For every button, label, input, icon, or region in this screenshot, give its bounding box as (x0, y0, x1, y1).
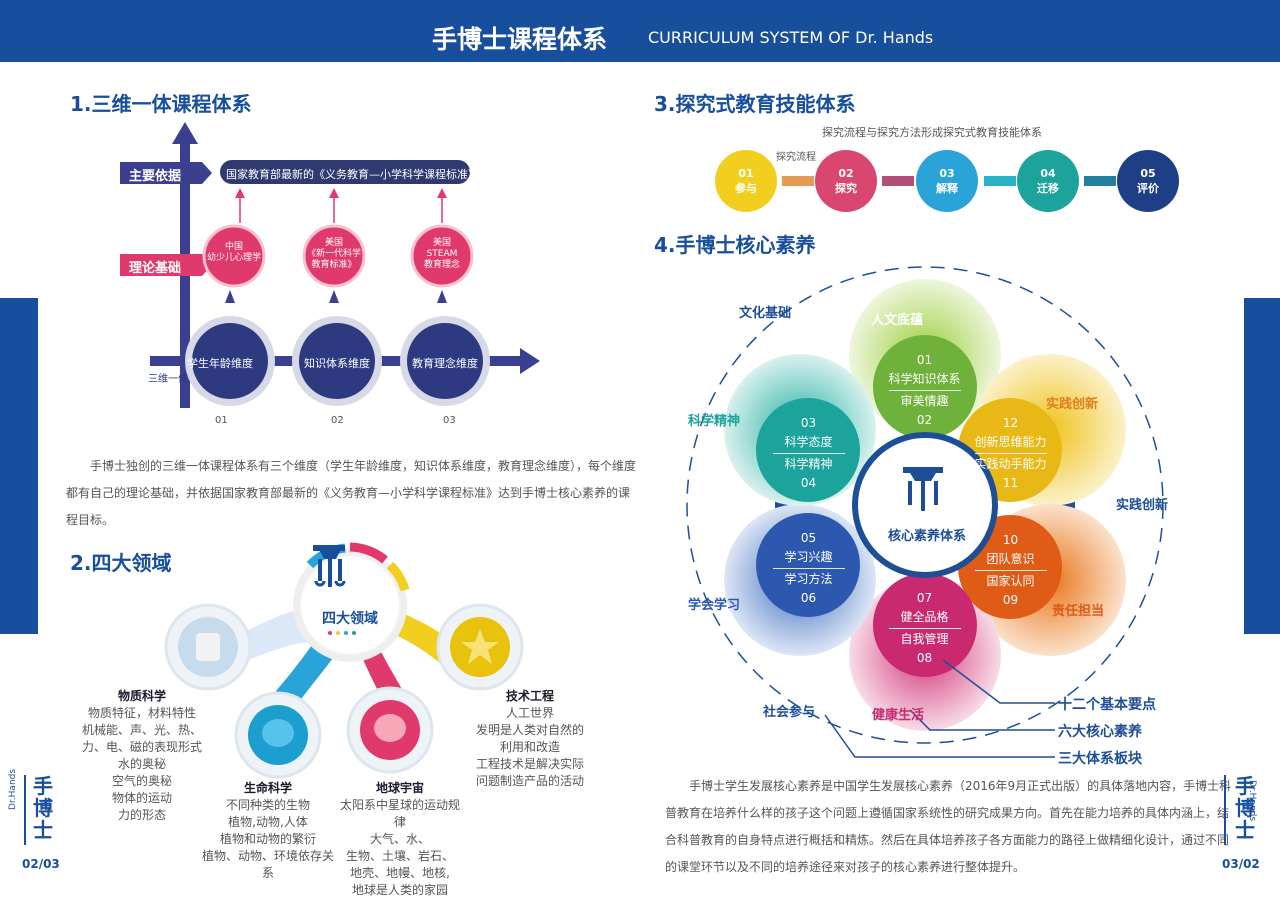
four-domains-center-label: 四大领域 (322, 611, 378, 627)
outer-label-social: 社会参与 (763, 705, 816, 720)
dimension-2: 知识体系维度 (304, 357, 370, 370)
petal-name-learning: 学会学习 (688, 598, 741, 613)
header-bar (0, 0, 1280, 62)
dimension-3: 教育理念维度 (412, 357, 478, 370)
section-2-title: 2.四大领域 (70, 551, 172, 575)
legend-twelve-points: 十二个基本要点 (1058, 697, 1156, 713)
petal-name-health: 健康生活 (872, 708, 925, 723)
section-1-paragraph: 手博士独创的三维一体课程体系有三个维度（学生年龄维度，知识体系维度，教育理念维度… (66, 459, 637, 527)
page-subtitle: CURRICULUM SYSTEM OF Dr. Hands (648, 28, 934, 47)
left-side-bar (0, 298, 38, 634)
section-3-title: 3.探究式教育技能体系 (654, 92, 856, 116)
petal-name-science: 科学精神 (688, 414, 741, 429)
core-logo-icon (903, 467, 943, 511)
four-domains-diagram (164, 542, 524, 779)
domain-earth-universe: 地球宇宙 太阳系中星球的运动规律大气、水、 生物、土壤、岩石、地壳、地幔、地核,… (340, 781, 461, 897)
domain-physical-science: 物质科学 物质特征，材料特性机械能、声、光、热、 力、电、磁的表现形式水的奥秘 … (82, 689, 203, 822)
section-1-title: 1.三维一体课程体系 (70, 92, 252, 116)
dimension-1: 学生年龄维度 (187, 357, 253, 370)
octopus-graduate-icon (262, 719, 294, 747)
star-icon (461, 629, 499, 664)
axis-label: 三维一体 (148, 374, 188, 385)
outer-label-practice: 实践创新 (1116, 498, 1169, 513)
octopus-pink-icon (374, 714, 406, 742)
three-dimension-diagram (120, 122, 540, 408)
footer-left-rule (24, 775, 26, 845)
theory-basis-label: 理论基础 (129, 261, 182, 276)
core-literacy-diagram (686, 266, 1164, 758)
footer-left-logo: 手博士 (33, 774, 53, 842)
dimension-3-num: 03 (443, 415, 456, 426)
graduation-hand-logo-icon (313, 545, 346, 587)
legend-six-literacies: 六大核心素养 (1058, 724, 1142, 740)
domain-technology-engineering: 技术工程 人工世界发明是人类对自然的 利用和改造工程技术是解决实际 问题制造产品… (475, 689, 584, 788)
flow-label: 探究流程 (776, 152, 816, 163)
petal-name-innovation: 实践创新 (1046, 397, 1099, 412)
section-3-subtitle: 探究流程与探究方法形成探究式教育技能体系 (822, 126, 1042, 139)
footer-left-logo-en: Dr.Hands (8, 768, 18, 810)
footer-right-rule (1224, 775, 1226, 845)
robot-icon (196, 633, 220, 661)
theory-1: 中国幼少儿心理学 (206, 242, 261, 263)
domain-life-science: 生命科学 不同种类的生物植物,动物,人体 植物和动物的繁衍植物、动物、环境依存关… (201, 781, 334, 880)
main-basis-label: 主要依据 (129, 169, 182, 184)
outer-label-culture: 文化基础 (739, 306, 792, 321)
legend-three-systems: 三大体系板块 (1058, 751, 1142, 767)
footer-right-logo: 手博士 (1235, 774, 1255, 842)
section-4-paragraph: 手博士学生发展核心素养是中国学生发展核心素养（2016年9月正式出版）的具体落地… (665, 779, 1232, 874)
section-4-title: 4.手博士核心素养 (654, 233, 816, 257)
page-title: 手博士课程体系 (432, 25, 608, 54)
petal-name-responsibility: 责任担当 (1052, 604, 1105, 619)
page-number-left: 02/03 (22, 857, 60, 871)
curriculum-standard-text: 国家教育部最新的《义务教育—小学科学课程标准》 (226, 168, 479, 181)
inquiry-flow-connectors (782, 176, 1116, 186)
page-number-right: 03/02 (1222, 857, 1260, 871)
right-side-bar (1244, 298, 1280, 634)
footer-right-logo-en: Dr.Hands (1247, 780, 1257, 822)
petal-name-humanities: 人文底蕴 (871, 313, 924, 328)
dimension-2-num: 02 (331, 415, 344, 426)
dimension-1-num: 01 (215, 415, 228, 426)
theory-2: 美国《新一代科学教育标准》 (306, 238, 361, 270)
core-center-label: 核心素养体系 (887, 529, 966, 544)
